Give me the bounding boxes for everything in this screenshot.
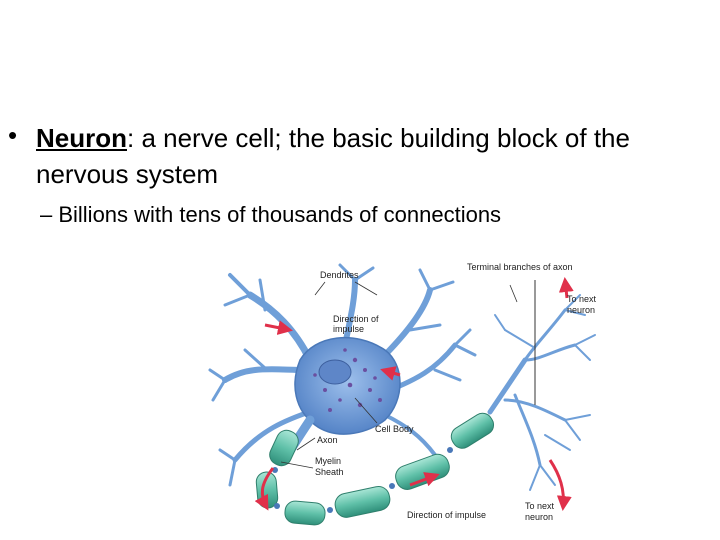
label-to-next-neuron-bottom-line2: neuron — [525, 512, 553, 522]
neuron-diagram: Dendrites Terminal branches of axon To n… — [208, 262, 597, 526]
impulse-arrows — [254, 277, 574, 511]
label-axon: Axon — [317, 435, 338, 445]
nissl-bodies — [313, 348, 382, 412]
cell-body — [294, 337, 401, 435]
label-to-next-neuron-top-line1: To next — [567, 294, 597, 304]
nucleus — [318, 359, 352, 385]
bullet-text: Neuron: a nerve cell; the basic building… — [36, 120, 696, 192]
terminal-branches — [487, 294, 596, 491]
bullet-definition: : a nerve cell; the basic building block… — [36, 123, 630, 189]
label-to-next-neuron-bottom-line1: To next — [525, 501, 555, 511]
label-myelin-line2: Sheath — [315, 467, 344, 477]
bullet-term: Neuron — [36, 123, 127, 153]
label-cell-body: Cell Body — [375, 424, 414, 434]
label-terminal-branches: Terminal branches of axon — [467, 262, 573, 272]
label-to-next-neuron-top-line2: neuron — [567, 305, 595, 315]
label-direction-of-impulse-line2: impulse — [333, 324, 364, 334]
label-direction-of-impulse-bottom: Direction of impulse — [407, 510, 486, 520]
label-direction-of-impulse-line1: Direction of — [333, 314, 379, 324]
sub-bullet: – Billions with tens of thousands of con… — [40, 202, 502, 227]
label-dendrites: Dendrites — [320, 270, 359, 280]
leader-lines — [280, 281, 518, 469]
label-myelin-line1: Myelin — [315, 456, 341, 466]
bullet-dot: • — [8, 120, 18, 150]
